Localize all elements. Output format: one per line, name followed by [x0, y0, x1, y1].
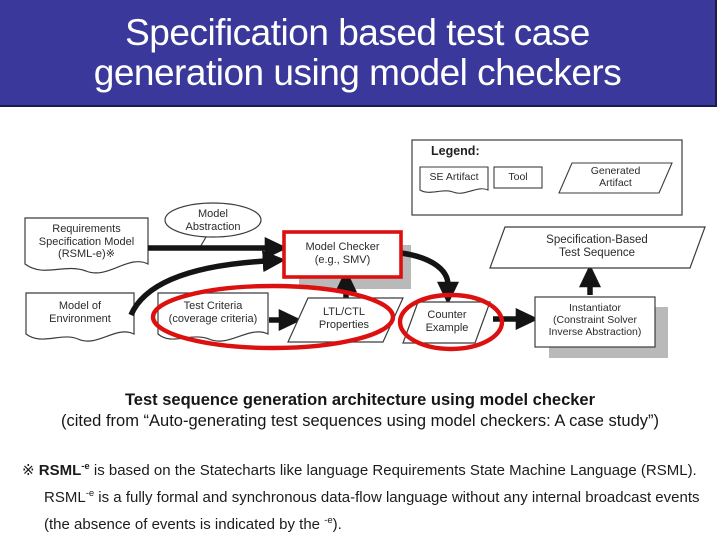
- footnote-text-1: is based on the Statecharts like languag…: [89, 462, 697, 479]
- footnote-line-2: RSML-e is a fully formal and synchronous…: [22, 482, 706, 509]
- slide-title: Specification based test case generation…: [93, 11, 622, 93]
- counter-example-shape: [402, 301, 491, 344]
- arrow-checker-to-counterexample: [400, 250, 459, 305]
- spec-based-test-sequence-shape: [489, 226, 706, 269]
- red-highlight-ellipse-counterexample: [397, 292, 505, 352]
- figure-caption: Test sequence generation architecture us…: [0, 390, 720, 432]
- footnote-marker: ※: [22, 462, 39, 479]
- diagram-canvas: [24, 139, 706, 358]
- footnote-line-1: ※ RSML-e is based on the Statecharts lik…: [22, 455, 706, 482]
- footnote-text-3-pre: (the absence of events is indicated by t…: [44, 516, 325, 533]
- legend-title: Legend:: [431, 144, 480, 158]
- requirements-model-shape: [24, 217, 149, 274]
- footnote-sup-3: -e: [324, 515, 333, 526]
- model-of-environment-shape: [25, 292, 135, 342]
- instantiator-shape: [534, 296, 656, 348]
- footnote-text-3-post: ).: [332, 516, 342, 533]
- model-checker-fill: [284, 232, 401, 277]
- footnote-text-2: is a fully formal and synchronous data-f…: [94, 489, 700, 506]
- arrow-environment-to-checker: [128, 250, 286, 317]
- footnote-sup-1: -e: [81, 461, 90, 472]
- title-banner: Specification based test case generation…: [0, 0, 717, 107]
- caption-line-1: Test sequence generation architecture us…: [124, 391, 596, 409]
- footnote-line-3: (the absence of events is indicated by t…: [22, 509, 706, 536]
- model-checker-red-highlight-box: [282, 230, 403, 279]
- footnote-term-rsml-2: RSML: [44, 489, 86, 506]
- red-highlight-ellipse-criteria-properties: [150, 283, 396, 351]
- legend-se-artifact-shape: [419, 166, 489, 194]
- model-abstraction-shape: [164, 202, 262, 238]
- footnote: ※ RSML-e is based on the Statecharts lik…: [22, 455, 706, 536]
- legend-generated-artifact-shape: [558, 162, 673, 194]
- test-criteria-shape: [157, 292, 269, 342]
- caption-line-2: (cited from “Auto-generating test sequen…: [61, 412, 659, 430]
- legend-tool-shape: [493, 166, 543, 189]
- footnote-sup-2: -e: [85, 488, 95, 499]
- footnote-term-rsml: RSML: [38, 462, 82, 479]
